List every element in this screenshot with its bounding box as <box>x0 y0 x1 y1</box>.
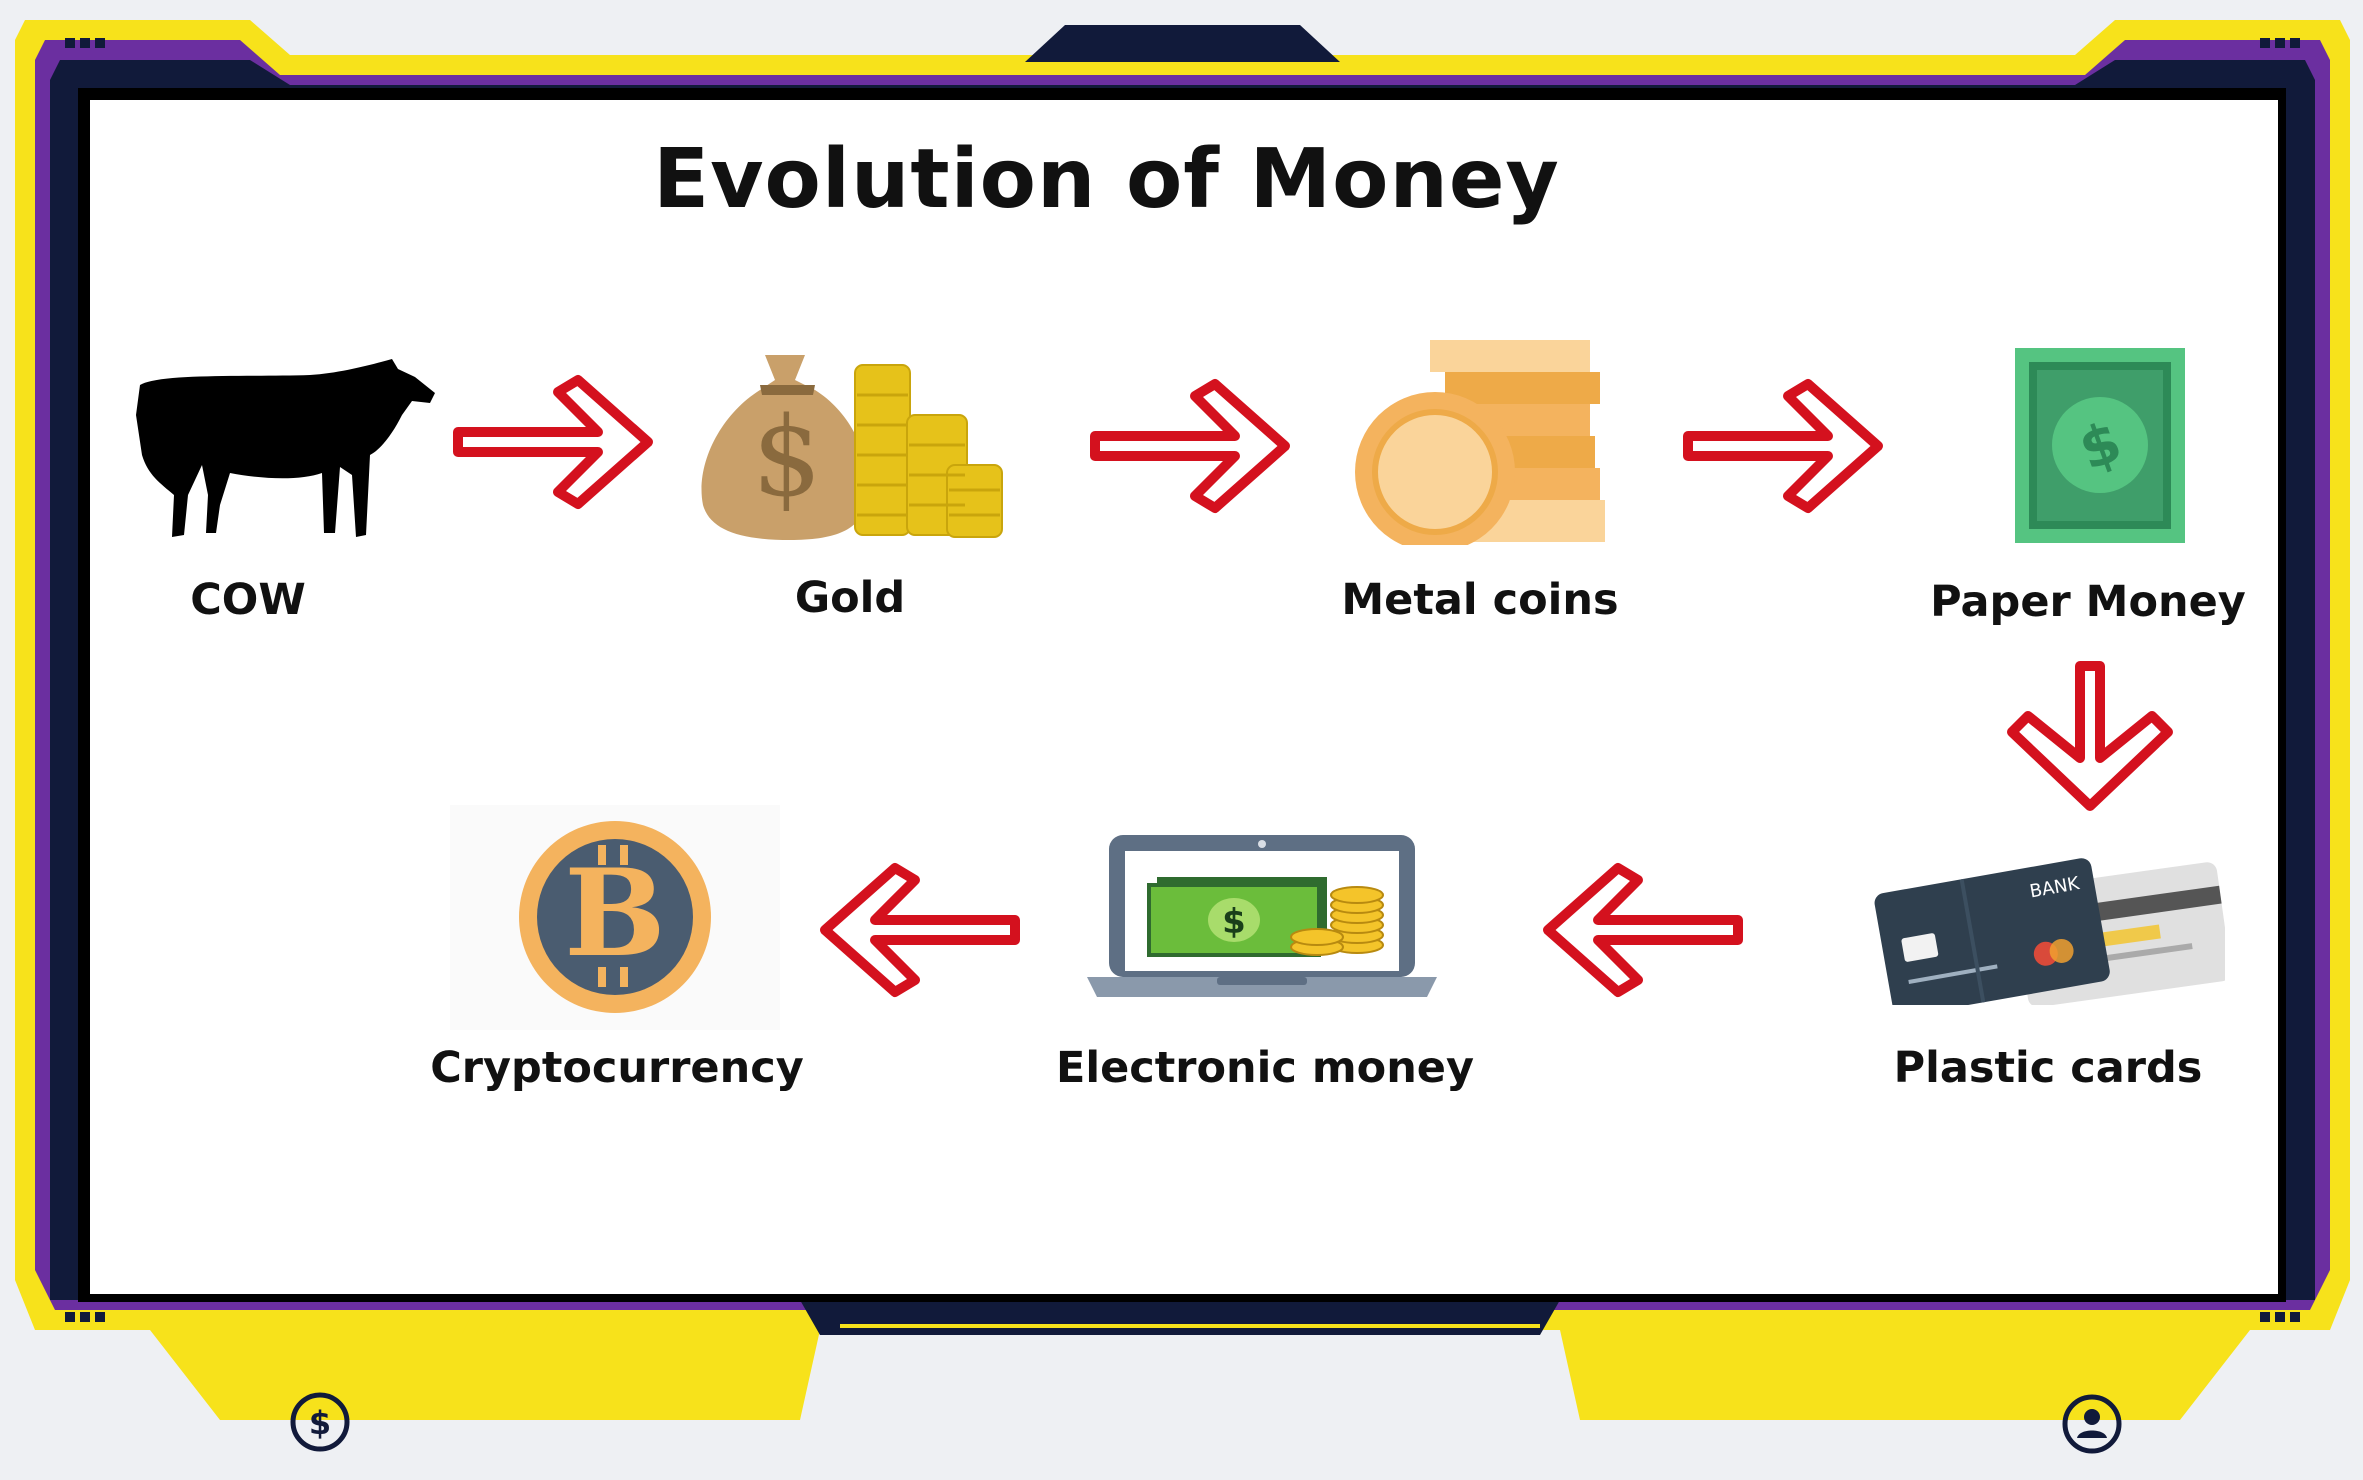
stage-label-paper-money: Paper Money <box>1930 577 2246 627</box>
diagram-title: Evolution of Money <box>653 132 1560 227</box>
frame-stripes-bottom-right <box>1770 1318 1900 1334</box>
dollar-circle-icon[interactable]: $ <box>288 1390 352 1454</box>
paper-money-icon: $ <box>2015 348 2185 543</box>
stage-label-electronic-money: Electronic money <box>1055 1043 1475 1093</box>
stage-label-cow: COW <box>190 575 306 625</box>
frame-stripes-bottom-left <box>462 1318 592 1334</box>
svg-text:$: $ <box>1222 902 1246 942</box>
stage-label-gold: Gold <box>794 573 906 623</box>
frame-stripes-top-right <box>1780 58 1910 72</box>
bank-card-icon: BANK <box>1874 858 2225 1005</box>
stage-label-plastic-cards: Plastic cards <box>1893 1043 2203 1093</box>
cow-icon <box>136 359 435 537</box>
bitcoin-icon: B <box>450 805 780 1030</box>
arrow-left-icon <box>1543 863 1743 997</box>
metal-coins-icon <box>1355 340 1605 545</box>
laptop-money-icon: $ <box>1087 835 1437 997</box>
arrow-right-icon <box>453 375 653 509</box>
stage-label-cryptocurrency: Cryptocurrency <box>430 1043 804 1093</box>
arrow-down-icon <box>2007 661 2173 811</box>
svg-text:$: $ <box>752 393 822 521</box>
arrow-right-icon <box>1683 379 1883 513</box>
frame-corner-dots <box>65 38 2300 1322</box>
svg-text:B: B <box>564 843 665 984</box>
gold-money-bag-icon: $ <box>701 355 1003 540</box>
content-card <box>90 100 2278 1294</box>
arrow-left-icon <box>820 863 1020 997</box>
user-circle-icon[interactable] <box>2060 1392 2124 1456</box>
stage-label-metal-coins: Metal coins <box>1341 575 1619 625</box>
arrow-right-icon <box>1090 379 1290 513</box>
frame-top-notch <box>1025 25 1340 62</box>
frame-stripes-top-left <box>478 58 608 72</box>
svg-text:$: $ <box>309 1404 331 1442</box>
